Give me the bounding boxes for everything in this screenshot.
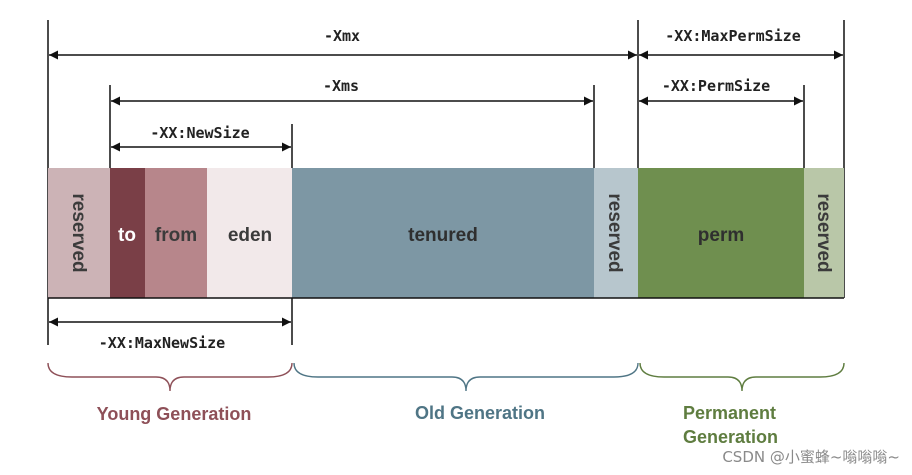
from-label: from <box>155 225 197 246</box>
young-generation-label: Young Generation <box>97 404 252 424</box>
watermark: CSDN @小蜜蜂~嗡嗡嗡~ <box>722 448 900 466</box>
max-perm-size-label: -XX:MaxPermSize <box>665 27 800 45</box>
reserved-left-label: reserved <box>68 193 89 272</box>
memory-bar <box>48 168 844 299</box>
dimension-arrows <box>49 50 843 327</box>
permanent-generation-label-line2: Generation <box>683 427 778 447</box>
generation-braces <box>47 362 845 392</box>
segment-reserved-right <box>804 168 844 298</box>
generation-labels: Young Generation Old Generation Permanen… <box>97 403 778 447</box>
perm-label: perm <box>698 225 744 246</box>
old-brace <box>293 362 639 392</box>
reserved-mid-label: reserved <box>604 193 625 272</box>
segment-reserved-mid <box>594 168 638 298</box>
young-brace <box>47 362 293 392</box>
segment-perm <box>638 168 804 298</box>
segment-reserved-left <box>48 168 110 298</box>
segment-to <box>110 168 145 298</box>
permanent-generation-label-line1: Permanent <box>683 403 776 423</box>
tenured-label: tenured <box>408 225 478 246</box>
to-label: to <box>118 225 136 246</box>
segment-from <box>145 168 207 298</box>
permanent-brace <box>639 362 845 392</box>
reserved-right-label: reserved <box>813 193 834 272</box>
new-size-label: -XX:NewSize <box>150 124 249 142</box>
segment-tenured <box>292 168 594 298</box>
old-generation-label: Old Generation <box>415 403 545 423</box>
dimension-labels: -Xmx -XX:MaxPermSize -Xms -XX:PermSize -… <box>99 26 801 352</box>
eden-label: eden <box>228 225 272 246</box>
xms-label: -Xms <box>323 77 359 95</box>
segment-labels: reserved to from eden tenured reserved p… <box>68 193 834 272</box>
xmx-label: -Xmx <box>324 27 360 45</box>
perm-size-label: -XX:PermSize <box>662 77 770 95</box>
max-new-size-label: -XX:MaxNewSize <box>99 334 225 352</box>
segment-eden <box>207 168 292 298</box>
